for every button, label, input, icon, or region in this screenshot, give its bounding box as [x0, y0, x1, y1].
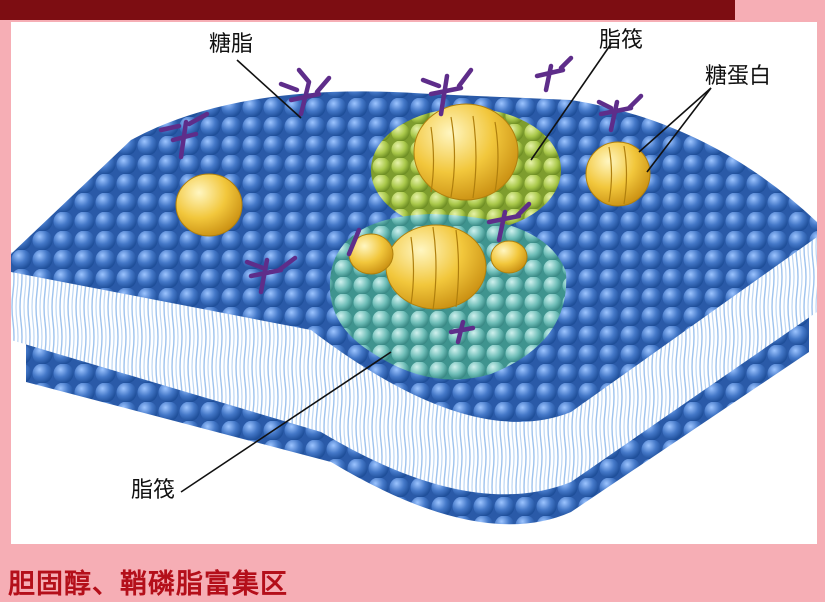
label-raft-bottom: 脂筏 — [131, 478, 176, 503]
raft-protein-top — [413, 103, 519, 201]
lipid-tails-layer — [11, 232, 817, 495]
caption-text: 胆固醇、鞘磷脂富集区 — [8, 569, 288, 600]
glycoprotein-right — [585, 141, 651, 207]
label-raft-top: 脂筏 — [599, 28, 644, 53]
integral-protein-left — [175, 173, 243, 237]
slide-top-bar — [0, 0, 735, 20]
label-glycoprotein: 糖蛋白 — [705, 64, 772, 89]
sugar-chains — [158, 55, 644, 345]
leader-lines — [180, 43, 712, 493]
lower-leaflet — [26, 302, 809, 525]
slide-top-bar-tail — [735, 0, 825, 14]
membrane-illustration — [11, 43, 817, 525]
membrane-diagram-panel: 糖脂 脂筏 糖蛋白 脂筏 — [11, 22, 817, 544]
raft-protein-bottom — [348, 224, 528, 311]
label-glycolipid: 糖脂 — [209, 32, 254, 57]
